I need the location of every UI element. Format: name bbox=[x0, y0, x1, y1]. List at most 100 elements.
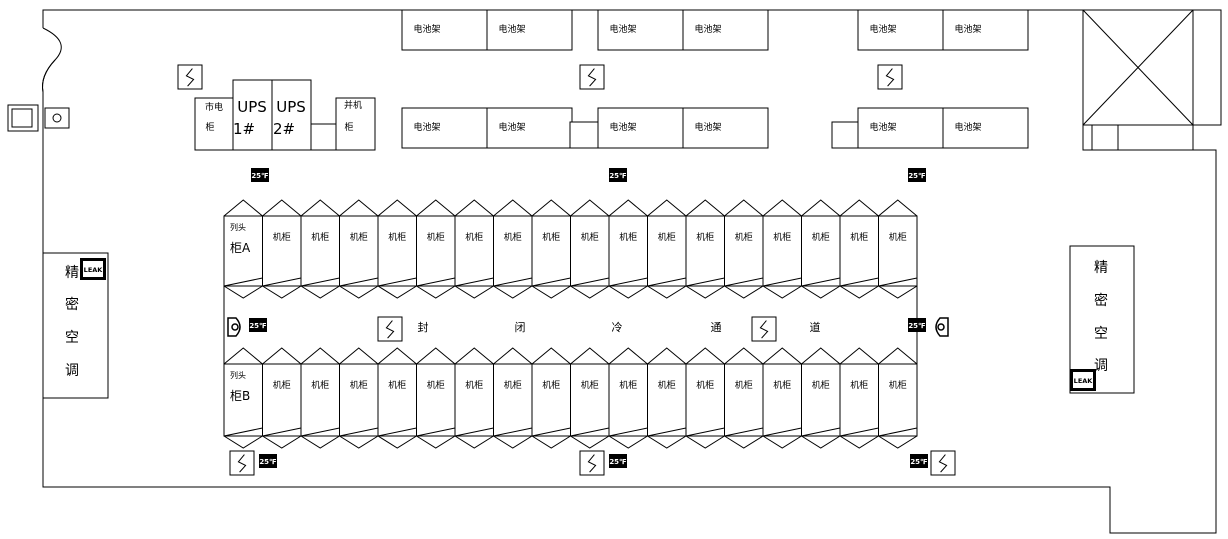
parallel-cabinet bbox=[335, 97, 376, 151]
rack-cabinet bbox=[570, 363, 610, 437]
ups-2 bbox=[271, 79, 312, 151]
svg-text:25℉: 25℉ bbox=[910, 458, 928, 466]
rack-cabinet bbox=[839, 215, 879, 287]
leak-sensor-icon: LEAK bbox=[80, 258, 106, 280]
rack-label: 机柜 bbox=[850, 379, 868, 391]
svg-text:25℉: 25℉ bbox=[259, 458, 277, 466]
svg-text:密: 密 bbox=[65, 296, 79, 313]
rack-cabinet bbox=[801, 363, 841, 437]
rack-cabinet bbox=[762, 363, 802, 437]
temperature-sensor-icon: 25℉ bbox=[908, 168, 926, 182]
temperature-sensor-icon: 25℉ bbox=[908, 318, 926, 332]
row-head-cabinet-a bbox=[223, 215, 263, 287]
rack-label: 机柜 bbox=[581, 231, 599, 243]
rack-cabinet bbox=[416, 363, 456, 437]
svg-text:25℉: 25℉ bbox=[249, 322, 267, 330]
rack-cabinet bbox=[685, 363, 725, 437]
temperature-sensor-icon: 25℉ bbox=[609, 454, 627, 468]
svg-text:25℉: 25℉ bbox=[609, 458, 627, 466]
row-head-line2: 柜A bbox=[230, 241, 251, 255]
svg-text:精: 精 bbox=[65, 265, 79, 281]
svg-text:调: 调 bbox=[1094, 358, 1108, 374]
rack-label: 机柜 bbox=[658, 379, 676, 391]
battery-rack bbox=[857, 9, 944, 51]
row-head-line1: 列头 bbox=[230, 370, 246, 380]
rack-label: 机柜 bbox=[658, 231, 676, 243]
rack-label: 机柜 bbox=[311, 231, 329, 243]
rack-cabinet bbox=[647, 215, 687, 287]
rack-label: 机柜 bbox=[542, 379, 560, 391]
parallel-cabinet-line1: 并机 bbox=[344, 99, 362, 111]
rack-cabinet bbox=[262, 363, 302, 437]
row-head-line2: 柜B bbox=[230, 389, 250, 403]
rack-cabinet bbox=[454, 363, 494, 437]
rack-cabinet bbox=[685, 215, 725, 287]
rack-label: 机柜 bbox=[427, 379, 445, 391]
ups-1-line1: UPS bbox=[237, 98, 267, 116]
battery-racks: 电池架电池架电池架电池架电池架电池架电池架电池架电池架电池架电池架电池架 bbox=[401, 9, 1029, 149]
rack-label: 机柜 bbox=[465, 231, 483, 243]
smoke-detector-icon bbox=[579, 450, 605, 476]
rack-cabinet bbox=[839, 363, 879, 437]
smoke-detector-icon bbox=[877, 64, 903, 90]
battery-rack-label: 电池架 bbox=[498, 23, 525, 35]
rack-label: 机柜 bbox=[427, 231, 445, 243]
rack-label: 机柜 bbox=[696, 231, 714, 243]
cold-aisle-char: 道 bbox=[810, 320, 821, 334]
rack-label: 机柜 bbox=[812, 379, 830, 391]
row-head-cabinet-b bbox=[223, 363, 263, 437]
mains-cabinet-line1: 市电 bbox=[205, 101, 223, 113]
rack-cabinet bbox=[724, 215, 764, 287]
svg-text:25℉: 25℉ bbox=[609, 172, 627, 180]
row-head-line1: 列头 bbox=[230, 222, 246, 232]
smoke-detector-icon bbox=[930, 450, 956, 476]
temperature-sensor-icon: 25℉ bbox=[609, 168, 627, 182]
cold-aisle-char: 封 bbox=[418, 320, 429, 334]
battery-rack-label: 电池架 bbox=[869, 121, 896, 133]
rack-label: 机柜 bbox=[773, 231, 791, 243]
rack-cabinet bbox=[493, 363, 533, 437]
rack-label: 机柜 bbox=[812, 231, 830, 243]
svg-text:调: 调 bbox=[65, 363, 79, 379]
battery-rack-label: 电池架 bbox=[954, 23, 981, 35]
rack-label: 机柜 bbox=[504, 379, 522, 391]
battery-rack bbox=[942, 107, 1029, 149]
temperature-sensor-icon: 25℉ bbox=[259, 454, 277, 468]
rack-cabinet bbox=[262, 215, 302, 287]
parallel-cabinet-line2: 柜 bbox=[344, 121, 353, 133]
rack-cabinet bbox=[724, 363, 764, 437]
svg-text:25℉: 25℉ bbox=[908, 172, 926, 180]
rack-cabinet bbox=[377, 215, 417, 287]
ups-1 bbox=[232, 79, 273, 151]
rack-label: 机柜 bbox=[889, 231, 907, 243]
rack-label: 机柜 bbox=[465, 379, 483, 391]
sensors: 25℉ 25℉ 25℉ 25℉ 25℉ 25℉ 25℉ 25℉ LEAK LEAK bbox=[80, 64, 1096, 476]
battery-rack-label: 电池架 bbox=[869, 23, 896, 35]
access-control-icon bbox=[7, 104, 70, 132]
rack-label: 机柜 bbox=[273, 231, 291, 243]
cold-aisle-char: 闭 bbox=[515, 321, 526, 334]
rack-cabinet bbox=[608, 215, 648, 287]
rack-cabinet bbox=[531, 215, 571, 287]
battery-rack-label: 电池架 bbox=[413, 23, 440, 35]
battery-rack-label: 电池架 bbox=[609, 23, 636, 35]
rack-label: 机柜 bbox=[619, 379, 637, 391]
cold-aisle-char: 冷 bbox=[612, 321, 623, 334]
cold-aisle: 封闭冷通道 bbox=[418, 320, 821, 334]
rack-label: 机柜 bbox=[542, 231, 560, 243]
ups-1-line2: 1# bbox=[233, 120, 255, 138]
svg-text:LEAK: LEAK bbox=[1074, 377, 1094, 385]
rack-label: 机柜 bbox=[504, 231, 522, 243]
battery-rack bbox=[942, 9, 1029, 51]
temperature-sensor-icon: 25℉ bbox=[249, 318, 267, 332]
mains-cabinet bbox=[194, 97, 234, 151]
battery-rack-label: 电池架 bbox=[694, 121, 721, 133]
temperature-sensor-icon: 25℉ bbox=[910, 454, 928, 468]
rack-label: 机柜 bbox=[388, 231, 406, 243]
rack-label: 机柜 bbox=[773, 379, 791, 391]
ups-2-line2: 2# bbox=[273, 120, 295, 138]
rack-cabinet bbox=[377, 363, 417, 437]
temperature-sensor-icon: 25℉ bbox=[251, 168, 269, 182]
smoke-detector-icon bbox=[579, 64, 605, 90]
battery-rack bbox=[597, 9, 684, 51]
